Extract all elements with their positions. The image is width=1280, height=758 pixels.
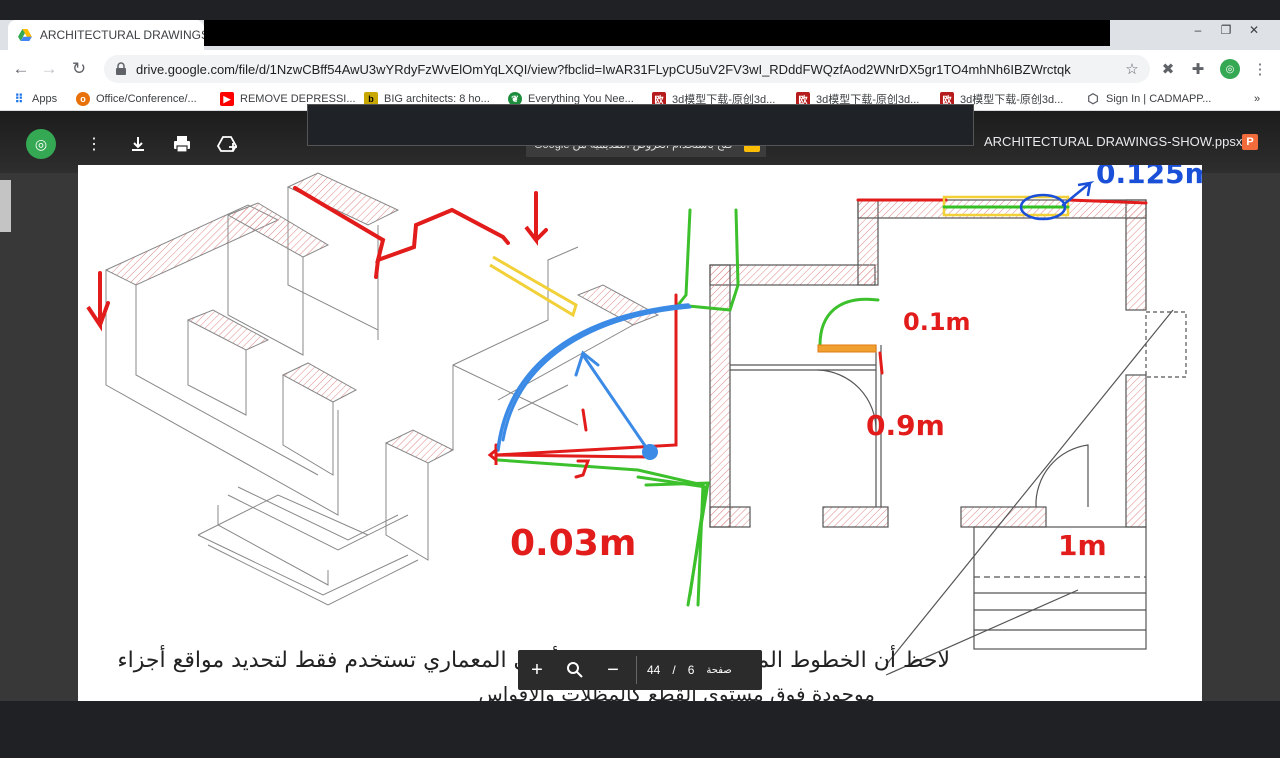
bottom-bar [0,701,1280,758]
bookmark-everything[interactable]: ❦ Everything You Nee... [508,90,634,108]
close-button[interactable]: ✕ [1248,23,1260,37]
star-icon[interactable]: ☆ [1125,61,1139,78]
top-strip [0,0,1280,20]
current-page[interactable]: 6 [687,663,695,677]
youtube-icon: ▶ [220,92,234,106]
back-arrow-icon[interactable]: ← [12,59,30,78]
divider [636,656,637,684]
bookmark-label: 3d模型下载-原创3d... [672,94,776,106]
google-drive-icon [18,28,32,42]
site-icon: 欧 [940,92,954,106]
file-name: ARCHITECTURAL DRAWINGS-SHOW.ppsx [984,134,1243,149]
total-pages: 44 [647,663,661,677]
zoom-magnifier-icon[interactable] [556,650,594,690]
label-09: 0.9m [866,409,945,442]
bookmark-label: 3d模型下载-原创3d... [816,94,920,106]
extension-x-icon[interactable]: ✖ [1161,61,1175,78]
print-icon[interactable] [170,133,194,155]
puzzle-icon[interactable]: ✚ [1191,61,1205,78]
menu-dots-icon[interactable]: ⋮ [1252,61,1268,78]
tab-overlay [204,20,1110,46]
download-icon[interactable] [126,133,150,155]
bookmark-label: Office/Conference/... [96,93,197,105]
label-1m: 1m [1058,529,1107,562]
bookmark-office[interactable]: o Office/Conference/... [76,90,197,108]
bookmark-label: REMOVE DEPRESSI... [240,93,356,105]
bookmark-label: BIG architects: 8 ho... [384,93,490,105]
architectural-drawing: 0.125m 0.1m 0.9m 1m 0.03m [86,165,1202,676]
zoom-in-icon[interactable]: + [531,658,543,681]
floor-plan [709,199,1187,676]
powerpoint-icon: P [1242,134,1258,150]
zoom-out-icon[interactable]: − [607,658,619,681]
more-options-icon[interactable]: ⋮ [86,136,102,153]
page-label: صفحة [706,664,732,676]
slide-canvas: 0.125m 0.1m 0.9m 1m 0.03m [78,165,1202,701]
plan-annotations [487,180,1148,607]
iso-red-annotations [86,186,548,332]
label-01: 0.1m [903,308,971,336]
page-separator: / [672,663,676,677]
bookmark-3d-3[interactable]: 欧 3d模型下载-原创3d... [940,90,1063,108]
more-bookmarks-label: » [1254,93,1261,105]
leaf-icon: ❦ [508,92,522,106]
bookmark-label: Sign In | CADMAPP... [1106,93,1212,105]
label-0125: 0.125m [1096,165,1202,190]
apps-grid-icon: ⠿ [14,92,24,106]
site-icon: 欧 [652,92,666,106]
viewer-profile-avatar[interactable]: ◎ [26,129,56,159]
bookmark-label: Everything You Nee... [528,93,634,105]
profile-avatar[interactable]: ◎ [1220,59,1240,79]
more-bookmarks[interactable]: » [1254,90,1260,108]
window-controls: – ❐ ✕ [1184,20,1268,40]
page-controls: + − 44 / 6 صفحة [518,650,762,690]
address-bar[interactable]: drive.google.com/file/d/1NzwCBff54AwU3wY… [104,55,1150,83]
dimension-labels: 0.125m 0.1m 0.9m 1m 0.03m [510,165,1202,564]
bookmark-cadmapper[interactable]: ⬡ Sign In | CADMAPP... [1086,90,1211,108]
bookmark-youtube[interactable]: ▶ REMOVE DEPRESSI... [220,90,356,108]
bookmark-label: Apps [32,93,58,105]
site-icon: 欧 [796,92,810,106]
tab-title: ARCHITECTURAL DRAWINGS-SH [39,28,204,42]
sidebar-handle[interactable] [0,180,11,232]
bookmark-label: 3d模型下载-原创3d... [960,94,1064,106]
minimize-button[interactable]: – [1194,23,1202,37]
reload-icon[interactable]: ↻ [71,59,87,78]
lock-icon [116,62,126,75]
bookmark-big[interactable]: b BIG architects: 8 ho... [364,90,490,108]
forward-arrow-icon[interactable]: → [40,59,58,78]
big-icon: b [364,92,378,106]
label-003: 0.03m [510,523,636,564]
yellow-window-iso [489,255,578,318]
bookmark-apps[interactable]: ⠿ Apps [12,90,57,108]
browser-tab[interactable]: ARCHITECTURAL DRAWINGS-SH [8,20,204,50]
black-overlay-box [307,104,974,146]
add-to-drive-icon[interactable] [216,133,240,155]
maximize-button[interactable]: ❐ [1220,23,1232,37]
url-text: drive.google.com/file/d/1NzwCBff54AwU3wY… [136,61,1071,77]
bookmark-3d-1[interactable]: 欧 3d模型下载-原创3d... [652,90,775,108]
cube-icon: ⬡ [1087,91,1099,106]
office-icon: o [76,92,90,106]
bookmark-3d-2[interactable]: 欧 3d模型下载-原创3d... [796,90,919,108]
